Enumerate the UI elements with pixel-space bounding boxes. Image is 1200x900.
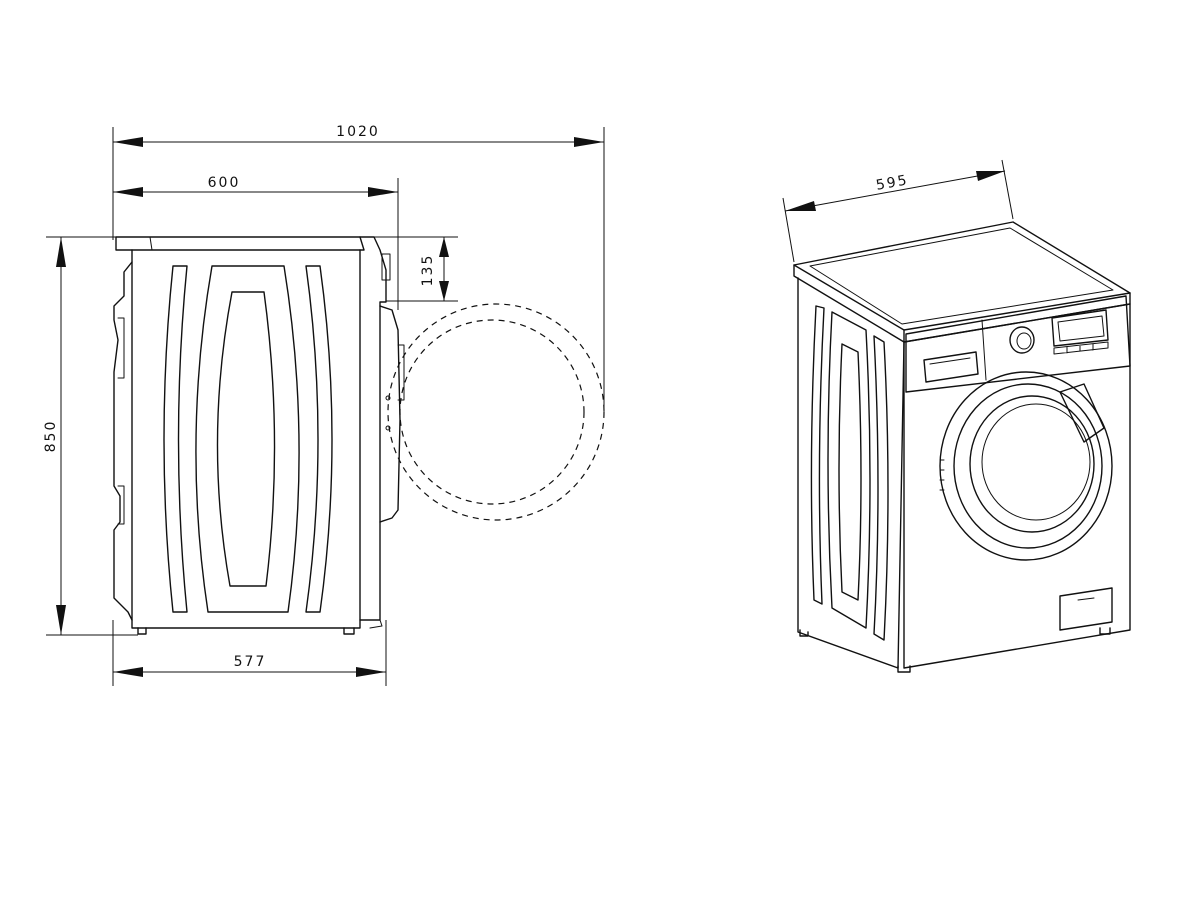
persp-side-emboss-3 bbox=[873, 335, 889, 641]
persp-display-inner bbox=[1057, 315, 1105, 342]
persp-side-emboss-2-window bbox=[838, 343, 862, 601]
side-body-outline bbox=[131, 249, 361, 629]
persp-control-divider bbox=[981, 319, 987, 381]
side-lid-groove bbox=[149, 236, 153, 251]
persp-top-inner bbox=[809, 227, 1114, 325]
persp-side-panel bbox=[797, 277, 905, 669]
persp-foot-front-left bbox=[897, 665, 911, 673]
persp-foot-front-right bbox=[1099, 627, 1111, 635]
persp-foot-back-left bbox=[799, 629, 809, 637]
dimension-label-595: 595 bbox=[875, 172, 910, 193]
side-emboss-center bbox=[195, 265, 300, 613]
persp-door-lock-marks bbox=[939, 459, 945, 491]
persp-door-glass-inner bbox=[981, 403, 1091, 521]
persp-door-glass-outer bbox=[969, 395, 1095, 533]
persp-filter-cover bbox=[1059, 587, 1113, 631]
side-emboss-right-outer bbox=[305, 265, 333, 613]
dimension-label-600: 600 bbox=[208, 175, 241, 191]
persp-front-face bbox=[903, 303, 1131, 669]
side-foot-front bbox=[343, 627, 355, 635]
side-rear-detail bbox=[117, 317, 125, 525]
dimension-577: 577 bbox=[112, 620, 387, 686]
side-view bbox=[113, 236, 605, 635]
side-foot-rear bbox=[137, 627, 147, 635]
dimension-label-1020: 1020 bbox=[336, 124, 380, 140]
side-base-detail bbox=[359, 619, 383, 629]
persp-top-edge-front bbox=[793, 264, 905, 343]
persp-buttons-row bbox=[1053, 341, 1109, 355]
side-door-latch-1 bbox=[385, 395, 391, 401]
side-emboss-left-outer bbox=[163, 265, 188, 613]
persp-top-edge-right bbox=[903, 292, 1131, 343]
persp-door-outer-ring bbox=[939, 371, 1113, 561]
persp-door-ring-2 bbox=[953, 383, 1103, 549]
dimension-label-850: 850 bbox=[43, 420, 59, 453]
dimension-135: 135 bbox=[374, 236, 458, 302]
side-emboss-center-window bbox=[216, 291, 276, 587]
dimension-1020: 1020 bbox=[112, 124, 605, 412]
persp-drawer-handle bbox=[929, 357, 971, 365]
side-control-knob bbox=[381, 253, 391, 281]
persp-control-panel bbox=[905, 295, 1131, 393]
dimension-595: 595 bbox=[782, 159, 1014, 263]
door-swing-outer bbox=[387, 303, 605, 521]
dimension-label-135: 135 bbox=[420, 254, 436, 287]
persp-door-handle bbox=[1059, 383, 1105, 443]
dimension-850: 850 bbox=[43, 236, 138, 636]
side-front-edge bbox=[359, 236, 387, 621]
persp-program-knob bbox=[1009, 326, 1035, 354]
dimension-label-577: 577 bbox=[234, 654, 267, 670]
persp-filter-slot bbox=[1077, 597, 1095, 601]
side-top-lid bbox=[115, 236, 365, 251]
persp-display bbox=[1051, 309, 1109, 347]
dimension-600: 600 bbox=[113, 175, 399, 310]
door-swing-inner bbox=[399, 319, 585, 505]
persp-side-emboss-1 bbox=[810, 305, 825, 605]
side-door-rim bbox=[379, 305, 401, 523]
persp-program-knob-center bbox=[1016, 332, 1032, 350]
side-body-rear-panel bbox=[113, 261, 133, 621]
side-door-latch-2 bbox=[385, 425, 391, 431]
perspective-view bbox=[793, 221, 1131, 673]
persp-detergent-drawer bbox=[923, 351, 979, 383]
persp-side-emboss-2 bbox=[827, 311, 871, 629]
